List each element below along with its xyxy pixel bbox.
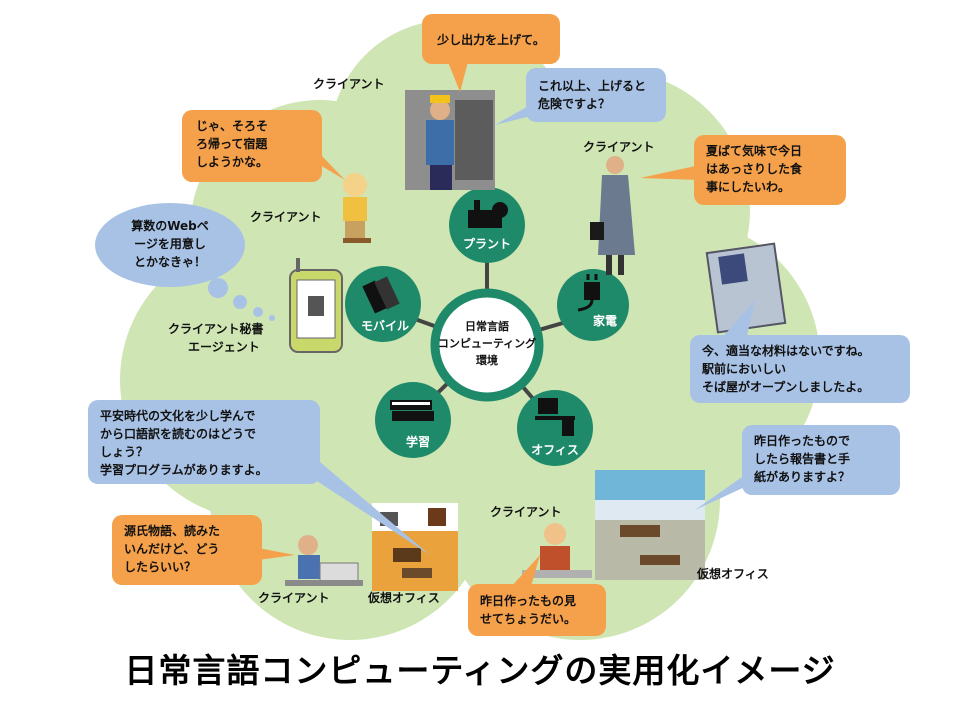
label-client-girl: クライアント [250,210,322,224]
bubble-genji-line-1: 源氏物語、読みた [124,523,220,538]
desk-icon [535,398,575,436]
center-node: 日常言語 コンピューティング 環境 [430,288,544,402]
bubble-report-question-line-3: 紙がありますよ？ [754,469,850,484]
bubble-math-web-line-2: ージを用意し [134,236,206,251]
bubble-genji: 源氏物語、読みた いんだけど、どう したらいい？ [112,515,295,585]
center-line-3: 環境 [476,353,498,367]
bubble-report-question: 昨日作ったもので したら報告書と手 紙がありますよ？ [695,425,900,510]
hub-office: オフィス [517,390,593,466]
hub-label-plant: プラント [463,236,511,251]
bubble-summer: 夏ばて気味で今日 はあっさりした食 事にしたいわ。 [640,135,846,205]
label-agent-line-1: クライアント秘書 [168,321,264,336]
bubble-report-question-line-2: したら報告書と手 [754,451,850,466]
bubble-danger: これ以上、上げると 危険ですよ？ [495,68,666,125]
label-client-student: クライアント [258,591,330,605]
worker-illustration [405,90,495,190]
girl-illustration [343,173,371,243]
center-line-1: 日常言語 [465,319,509,333]
fridge-illustration [705,242,787,334]
bubble-report-request-line-2: せてちょうだい。 [480,612,576,626]
bubble-report-request-line-1: 昨日作ったもの見 [480,593,576,608]
bubble-fridge-line-2: 駅前においしい [701,361,786,376]
label-agent-line-2: エージェント [188,340,260,354]
bubble-heian: 平安時代の文化を少し学んで から口語訳を読むのはどうで しょう？ 学習プログラム… [88,400,430,555]
bubble-fridge-line-3: そば屋がオープンしましたよ。 [702,379,869,394]
bubble-fridge: 今、適当な材料はないですね。 駅前においしい そば屋がオープンしましたよ。 [690,300,910,403]
label-client-office: クライアント [490,505,562,519]
page-title: 日常言語コンピューティングの実用化イメージ [124,651,836,690]
bubble-go-home-line-3: しようかな。 [196,155,268,169]
virtual-office-left-illustration [372,503,458,591]
bubble-raise-output: 少し出力を上げて。 [422,14,560,92]
label-client-woman: クライアント [583,140,655,154]
label-virtual-office-left: 仮想オフィス [367,590,440,605]
bubble-report-question-line-1: 昨日作ったもので [754,433,850,448]
bubble-genji-line-3: したらいい？ [124,560,196,574]
bubble-math-web-line-1: 算数のWebペ [131,218,209,233]
woman-illustration [590,156,635,275]
hub-label-appliance: 家電 [593,313,617,328]
label-virtual-office-right: 仮想オフィス [696,566,769,581]
label-client-worker: クライアント [313,77,385,91]
bubble-summer-line-3: 事にしたいわ。 [706,179,790,194]
phone-icon [362,276,400,314]
student-illustration [285,535,363,586]
bubble-heian-line-3: しょう？ [100,445,148,459]
bubble-report-request: 昨日作ったもの見 せてちょうだい。 [468,555,606,636]
bubble-danger-line-2: 危険ですよ？ [537,96,610,111]
factory-icon [468,200,508,228]
plug-icon [577,274,600,312]
bubble-fridge-line-1: 今、適当な材料はないですね。 [701,343,870,358]
hub-label-study: 学習 [406,434,430,449]
hub-appliance: 家電 [557,269,629,341]
bubble-go-home-line-2: ろ帰って宿題 [196,136,268,151]
hub-study: 学習 [375,382,451,458]
bubble-go-home: じゃ、そろそ ろ帰って宿題 しようかな。 [182,110,345,182]
bubble-go-home-line-1: じゃ、そろそ [196,119,268,133]
virtual-office-right-illustration [595,470,705,580]
bubble-raise-output-line-1: 少し出力を上げて。 [436,32,545,47]
bubble-math-web-line-3: とかなきゃ！ [134,255,206,269]
bubble-genji-line-2: いんだけど、どう [124,542,219,556]
bubble-heian-line-4: 学習プログラムがありますよ。 [100,462,268,477]
center-line-2: コンピューティング [438,336,536,350]
agent-device-illustration [289,258,343,353]
bubble-danger-line-1: これ以上、上げると [538,78,646,93]
hub-plant: プラント [449,187,525,263]
bubble-math-web: 算数のWebペ ージを用意し とかなきゃ！ [95,203,275,321]
hub-mobile: モバイル [345,266,421,342]
hub-label-office: オフィス [531,443,579,457]
bubble-heian-line-1: 平安時代の文化を少し学んで [100,408,255,423]
bubble-heian-line-2: から口語訳を読むのはどうで [100,426,256,441]
bubble-summer-line-2: はあっさりした食 [706,161,803,176]
office-client-illustration [522,523,592,578]
bubble-summer-line-1: 夏ばて気味で今日 [706,143,802,158]
books-icon [390,400,434,421]
hub-label-mobile: モバイル [361,319,409,333]
